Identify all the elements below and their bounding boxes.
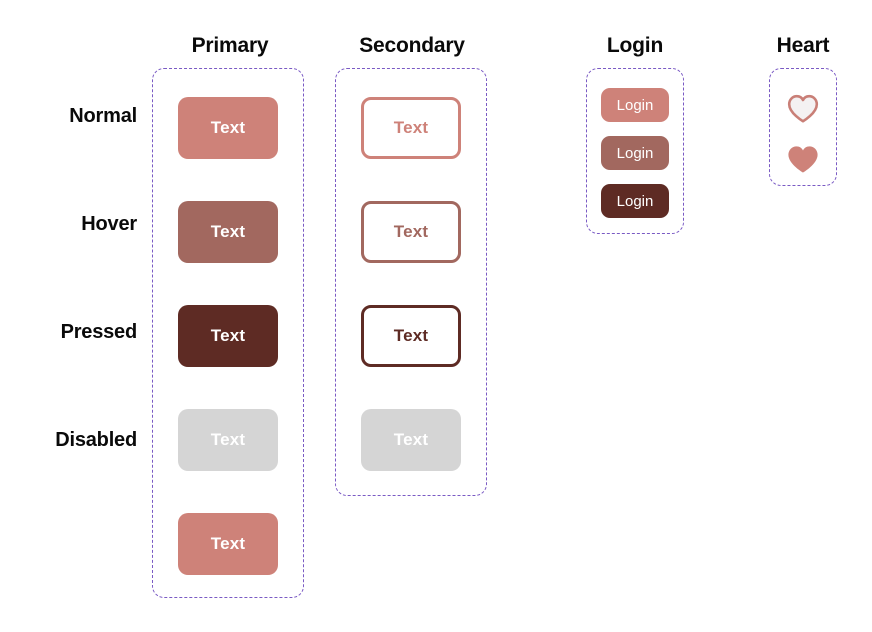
login-button-pressed[interactable]: Login	[601, 184, 669, 218]
primary-button-normal-label: Text	[210, 118, 246, 137]
column-header-heart: Heart	[776, 34, 830, 57]
heart-filled-icon[interactable]	[786, 143, 820, 175]
secondary-button-hover[interactable]: Text	[361, 201, 461, 263]
row-label-hover: Hover	[81, 213, 137, 235]
secondary-button-hover-label: Text	[393, 222, 429, 241]
row-label-normal: Normal	[69, 105, 137, 127]
secondary-button-disabled: Text	[361, 409, 461, 471]
primary-button-pressed-label: Text	[210, 326, 246, 345]
secondary-button-disabled-label: Text	[393, 430, 429, 449]
column-header-primary: Primary	[191, 34, 269, 57]
column-header-login: Login	[606, 34, 664, 57]
group-container-primary	[152, 68, 304, 598]
login-button-normal[interactable]: Login	[601, 88, 669, 122]
row-label-disabled: Disabled	[55, 429, 137, 451]
group-container-login	[586, 68, 684, 234]
secondary-button-pressed-label: Text	[393, 326, 429, 345]
login-button-hover-label: Login	[616, 144, 654, 162]
primary-button-extra[interactable]: Text	[178, 513, 278, 575]
primary-button-hover-label: Text	[210, 222, 246, 241]
login-button-hover[interactable]: Login	[601, 136, 669, 170]
primary-button-extra-label: Text	[210, 534, 246, 553]
login-button-normal-label: Login	[616, 96, 654, 114]
login-button-pressed-label: Login	[616, 192, 654, 210]
column-header-secondary: Secondary	[359, 34, 465, 57]
secondary-button-normal-label: Text	[393, 118, 429, 137]
primary-button-hover[interactable]: Text	[178, 201, 278, 263]
primary-button-pressed[interactable]: Text	[178, 305, 278, 367]
group-container-heart	[769, 68, 837, 186]
primary-button-normal[interactable]: Text	[178, 97, 278, 159]
group-container-secondary	[335, 68, 487, 496]
primary-button-disabled: Text	[178, 409, 278, 471]
primary-button-disabled-label: Text	[210, 430, 246, 449]
row-label-pressed: Pressed	[60, 321, 138, 343]
secondary-button-normal[interactable]: Text	[361, 97, 461, 159]
secondary-button-pressed[interactable]: Text	[361, 305, 461, 367]
heart-outline-icon[interactable]	[786, 92, 820, 124]
